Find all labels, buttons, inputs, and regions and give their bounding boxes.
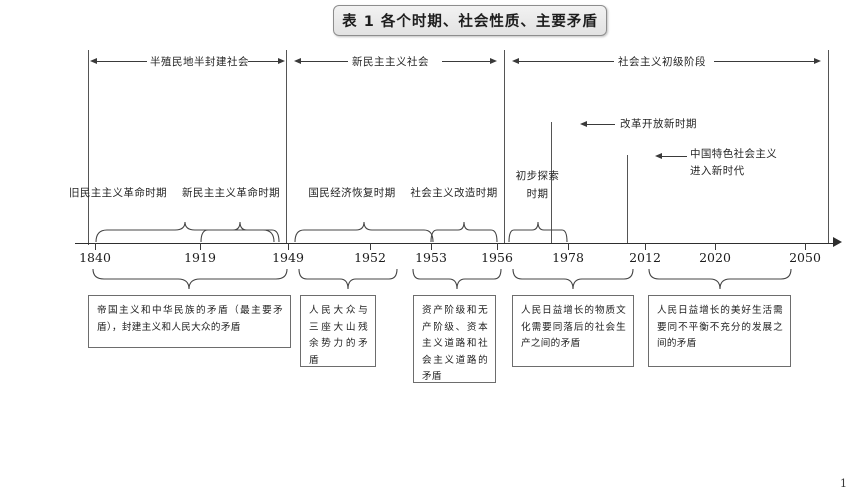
- span-arrow-left-3: [512, 57, 519, 64]
- period-label-initial-exploration-line2: 时期: [526, 188, 549, 200]
- sub-span-line-reform: [586, 124, 615, 125]
- lower-brace-box5: [648, 268, 792, 290]
- tick-2020: [715, 243, 716, 250]
- section-divider-1949: [286, 50, 287, 243]
- tick-1956: [497, 243, 498, 250]
- contradiction-box-2: 人民大众与三座大山残余势力的矛盾: [300, 295, 376, 367]
- section-divider-2050: [828, 50, 829, 243]
- period-label-economy-recovery: 国民经济恢复时期: [308, 187, 396, 199]
- section-divider-1840: [88, 50, 89, 245]
- year-label-1956: 1956: [481, 250, 513, 265]
- tick-2050: [805, 243, 806, 250]
- year-label-2020: 2020: [699, 250, 731, 265]
- span-line-3b: [714, 61, 816, 62]
- upper-brace-1956-1978: [508, 221, 568, 243]
- period-label-socialist-transform: 社会主义改造时期: [410, 187, 498, 199]
- span-line-2b: [442, 61, 492, 62]
- year-label-1840: 1840: [79, 250, 111, 265]
- page-title: 表 1 各个时期、社会性质、主要矛盾: [333, 5, 607, 36]
- page-number: 1: [840, 477, 847, 490]
- upper-brace-1953-1956: [430, 221, 498, 243]
- tick-1953: [431, 243, 432, 250]
- sub-divider-2012: [627, 155, 628, 244]
- period-label-initial-exploration-line1: 初步探索: [515, 170, 560, 182]
- span-label-primarysocialism: 社会主义初级阶段: [618, 56, 706, 68]
- year-label-2050: 2050: [789, 250, 821, 265]
- contradiction-box-3: 资产阶级和无产阶级、资本主义道路和社会主义道路的矛盾: [413, 295, 496, 383]
- span-arrow-right-1: [278, 57, 285, 64]
- year-label-1919: 1919: [184, 250, 216, 265]
- lower-brace-box2: [298, 268, 398, 290]
- contradiction-box-4: 人民日益增长的物质文化需要同落后的社会生产之间的矛盾: [512, 295, 634, 367]
- tick-1840: [95, 243, 96, 250]
- sub-span-label-newera-line1: 中国特色社会主义: [690, 148, 778, 160]
- span-line-1: [95, 61, 147, 62]
- sub-divider-1978-top: [551, 122, 552, 244]
- sub-span-label-newera-line2: 进入新时代: [690, 165, 745, 177]
- tick-1919: [200, 243, 201, 250]
- span-label-newdemocracy: 新民主主义社会: [352, 56, 429, 68]
- lower-brace-box1: [92, 268, 288, 290]
- upper-brace-1919-1949: [200, 221, 280, 243]
- span-line-3: [518, 61, 614, 62]
- year-label-1953: 1953: [415, 250, 447, 265]
- span-line-2: [300, 61, 348, 62]
- span-arrow-right-2: [490, 57, 497, 64]
- sub-span-arrow-newera: [655, 152, 662, 159]
- lower-brace-box3: [412, 268, 502, 290]
- contradiction-box-1: 帝国主义和中华民族的矛盾（最主要矛盾），封建主义和人民大众的矛盾: [88, 295, 291, 348]
- timeline-axis-arrow: [833, 237, 842, 247]
- span-arrow-left-2: [294, 57, 301, 64]
- span-line-1b: [248, 61, 280, 62]
- upper-brace-1949-1952: [294, 221, 434, 243]
- span-arrow-right-3: [814, 57, 821, 64]
- upper-brace-1840-1919: [95, 221, 275, 243]
- contradiction-box-5: 人民日益增长的美好生活需要同不平衡不充分的发展之间的矛盾: [648, 295, 791, 367]
- tick-1949: [288, 243, 289, 250]
- lower-brace-box4: [512, 268, 634, 290]
- sub-span-label-reform: 改革开放新时期: [620, 118, 697, 130]
- sub-span-line-newera: [661, 156, 687, 157]
- sub-span-arrow-reform: [580, 120, 587, 127]
- period-label-new-democratic: 新民主主义革命时期: [181, 187, 281, 199]
- year-label-1952: 1952: [354, 250, 386, 265]
- tick-1952: [370, 243, 371, 250]
- tick-1978: [568, 243, 569, 250]
- tick-2012: [645, 243, 646, 250]
- span-arrow-left-1: [90, 57, 97, 64]
- timeline-axis: [75, 243, 837, 244]
- year-label-1949: 1949: [272, 250, 304, 265]
- span-label-semicolonial: 半殖民地半封建社会: [150, 56, 249, 68]
- period-label-old-democratic: 旧民主主义革命时期: [68, 187, 168, 199]
- section-divider-1956: [504, 50, 505, 243]
- year-label-2012: 2012: [629, 250, 661, 265]
- year-label-1978: 1978: [552, 250, 584, 265]
